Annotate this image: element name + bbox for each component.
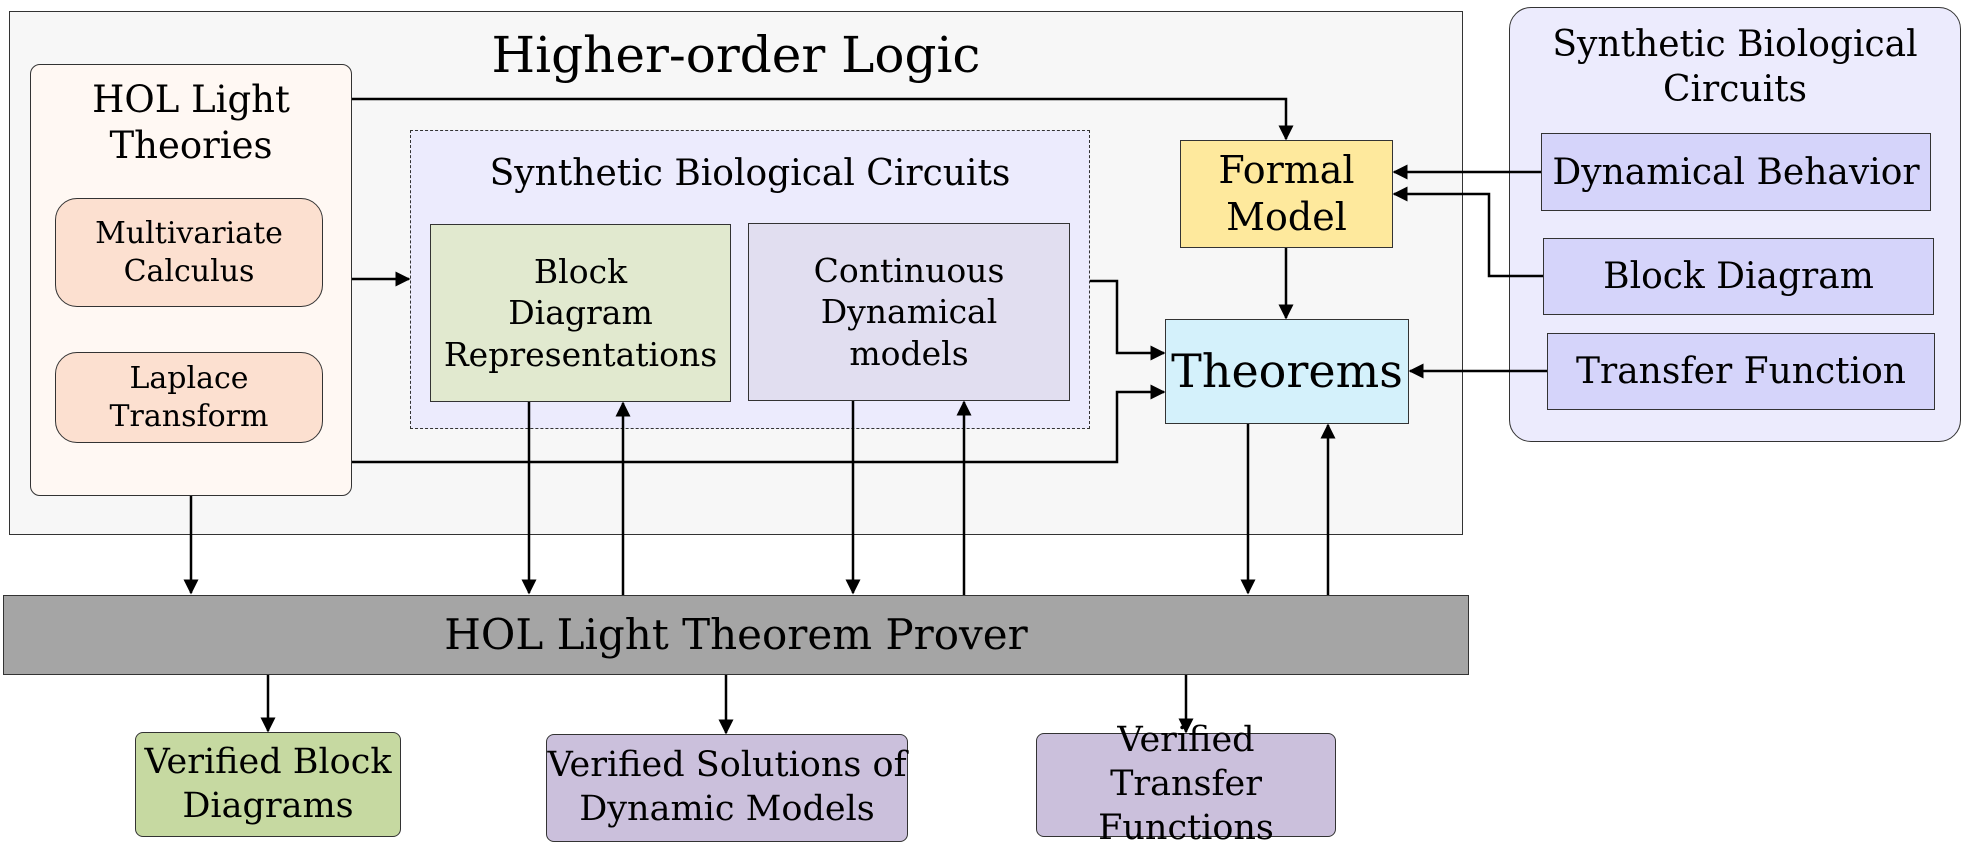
verified-block-diagrams-label: Verified Block Diagrams — [144, 741, 392, 826]
higher-order-logic-title: Higher-order Logic — [491, 26, 981, 84]
verified-solutions-box: Verified Solutions of Dynamic Models — [546, 734, 908, 842]
arrow-sbc-to-theorems — [1090, 279, 1166, 361]
formal-model-label: Formal Model — [1218, 147, 1355, 240]
hol-light-theorem-prover-label: HOL Light Theorem Prover — [444, 609, 1028, 659]
arrow-theories-to-formal-model — [352, 97, 1294, 141]
multivariate-calculus-label: Multivariate Calculus — [95, 216, 283, 289]
multivariate-calculus-box: Multivariate Calculus — [55, 198, 323, 307]
theorems-label: Theorems — [1171, 343, 1403, 398]
formal-model-box: Formal Model — [1180, 140, 1393, 248]
block-diagram-representations-label: Block Diagram Representations — [443, 252, 718, 374]
continuous-dynamical-models-box: Continuous Dynamical models — [748, 223, 1070, 401]
verified-solutions-label: Verified Solutions of Dynamic Models — [547, 745, 907, 829]
theorems-box: Theorems — [1165, 319, 1409, 424]
transfer-function-label: Transfer Function — [1576, 351, 1906, 392]
synthetic-biological-circuits-inputs-title: Synthetic Biological Circuits — [1552, 24, 1918, 110]
block-diagram-label: Block Diagram — [1603, 256, 1874, 297]
dynamical-behavior-label: Dynamical Behavior — [1552, 151, 1920, 193]
verified-transfer-functions-label: Verified Transfer Functions — [1098, 720, 1274, 848]
verified-block-diagrams-box: Verified Block Diagrams — [135, 732, 401, 837]
dynamical-behavior-box: Dynamical Behavior — [1541, 133, 1931, 211]
verified-transfer-functions-box: Verified Transfer Functions — [1036, 720, 1336, 848]
transfer-function-box: Transfer Function — [1547, 333, 1935, 410]
laplace-transform-box: Laplace Transform — [55, 352, 323, 443]
arrow-block-diagram-to-formal-model — [1392, 186, 1543, 278]
hol-light-theories-title: HOL Light Theories — [92, 78, 290, 168]
block-diagram-box: Block Diagram — [1543, 238, 1934, 315]
hol-light-theorem-prover-bar: HOL Light Theorem Prover — [3, 595, 1469, 675]
laplace-transform-label: Laplace Transform — [109, 361, 269, 434]
continuous-dynamical-models-label: Continuous Dynamical models — [813, 251, 1005, 373]
arrow-theories-to-theorems — [352, 384, 1166, 464]
block-diagram-representations-box: Block Diagram Representations — [430, 224, 731, 402]
synthetic-biological-circuits-title: Synthetic Biological Circuits — [489, 153, 1011, 194]
